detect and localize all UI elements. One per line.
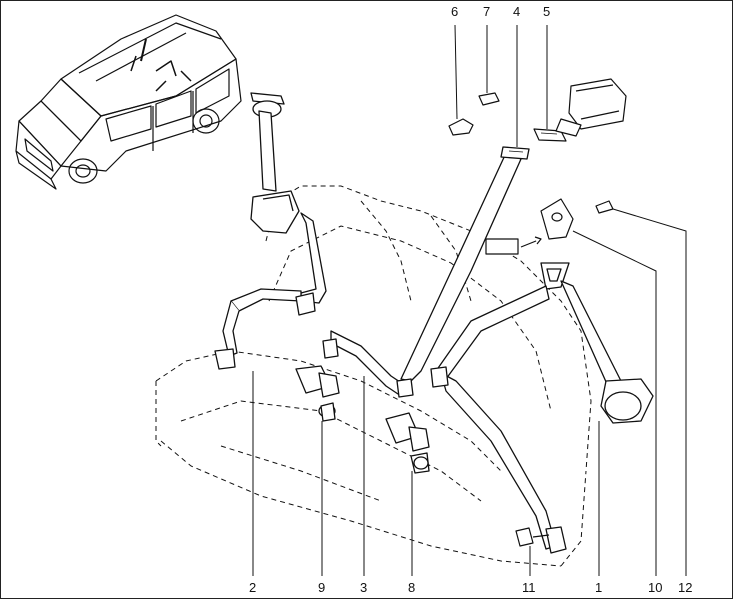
centre-belt-assembly	[322, 146, 530, 398]
callout-6: 6	[451, 4, 458, 19]
callout-labels: 6 7 4 5 2 9 3 8 11 1 10 12	[249, 4, 692, 595]
rear-seat-outline	[155, 185, 592, 567]
small-parts	[448, 78, 627, 547]
callout-5: 5	[543, 4, 550, 19]
leader-lines	[252, 24, 687, 576]
callout-8: 8	[408, 580, 415, 595]
left-belt-assembly	[214, 92, 327, 370]
callout-7: 7	[483, 4, 490, 19]
buckle-9	[295, 365, 340, 422]
callout-3: 3	[360, 580, 367, 595]
callout-12: 12	[678, 580, 692, 595]
car-thumbnail	[15, 14, 242, 190]
buckle-8	[385, 412, 430, 474]
callout-4: 4	[513, 4, 520, 19]
callout-1: 1	[595, 580, 602, 595]
right-belt-assembly	[430, 262, 654, 554]
callout-2: 2	[249, 580, 256, 595]
callout-10: 10	[648, 580, 662, 595]
callout-11: 11	[522, 580, 536, 595]
callout-9: 9	[318, 580, 325, 595]
